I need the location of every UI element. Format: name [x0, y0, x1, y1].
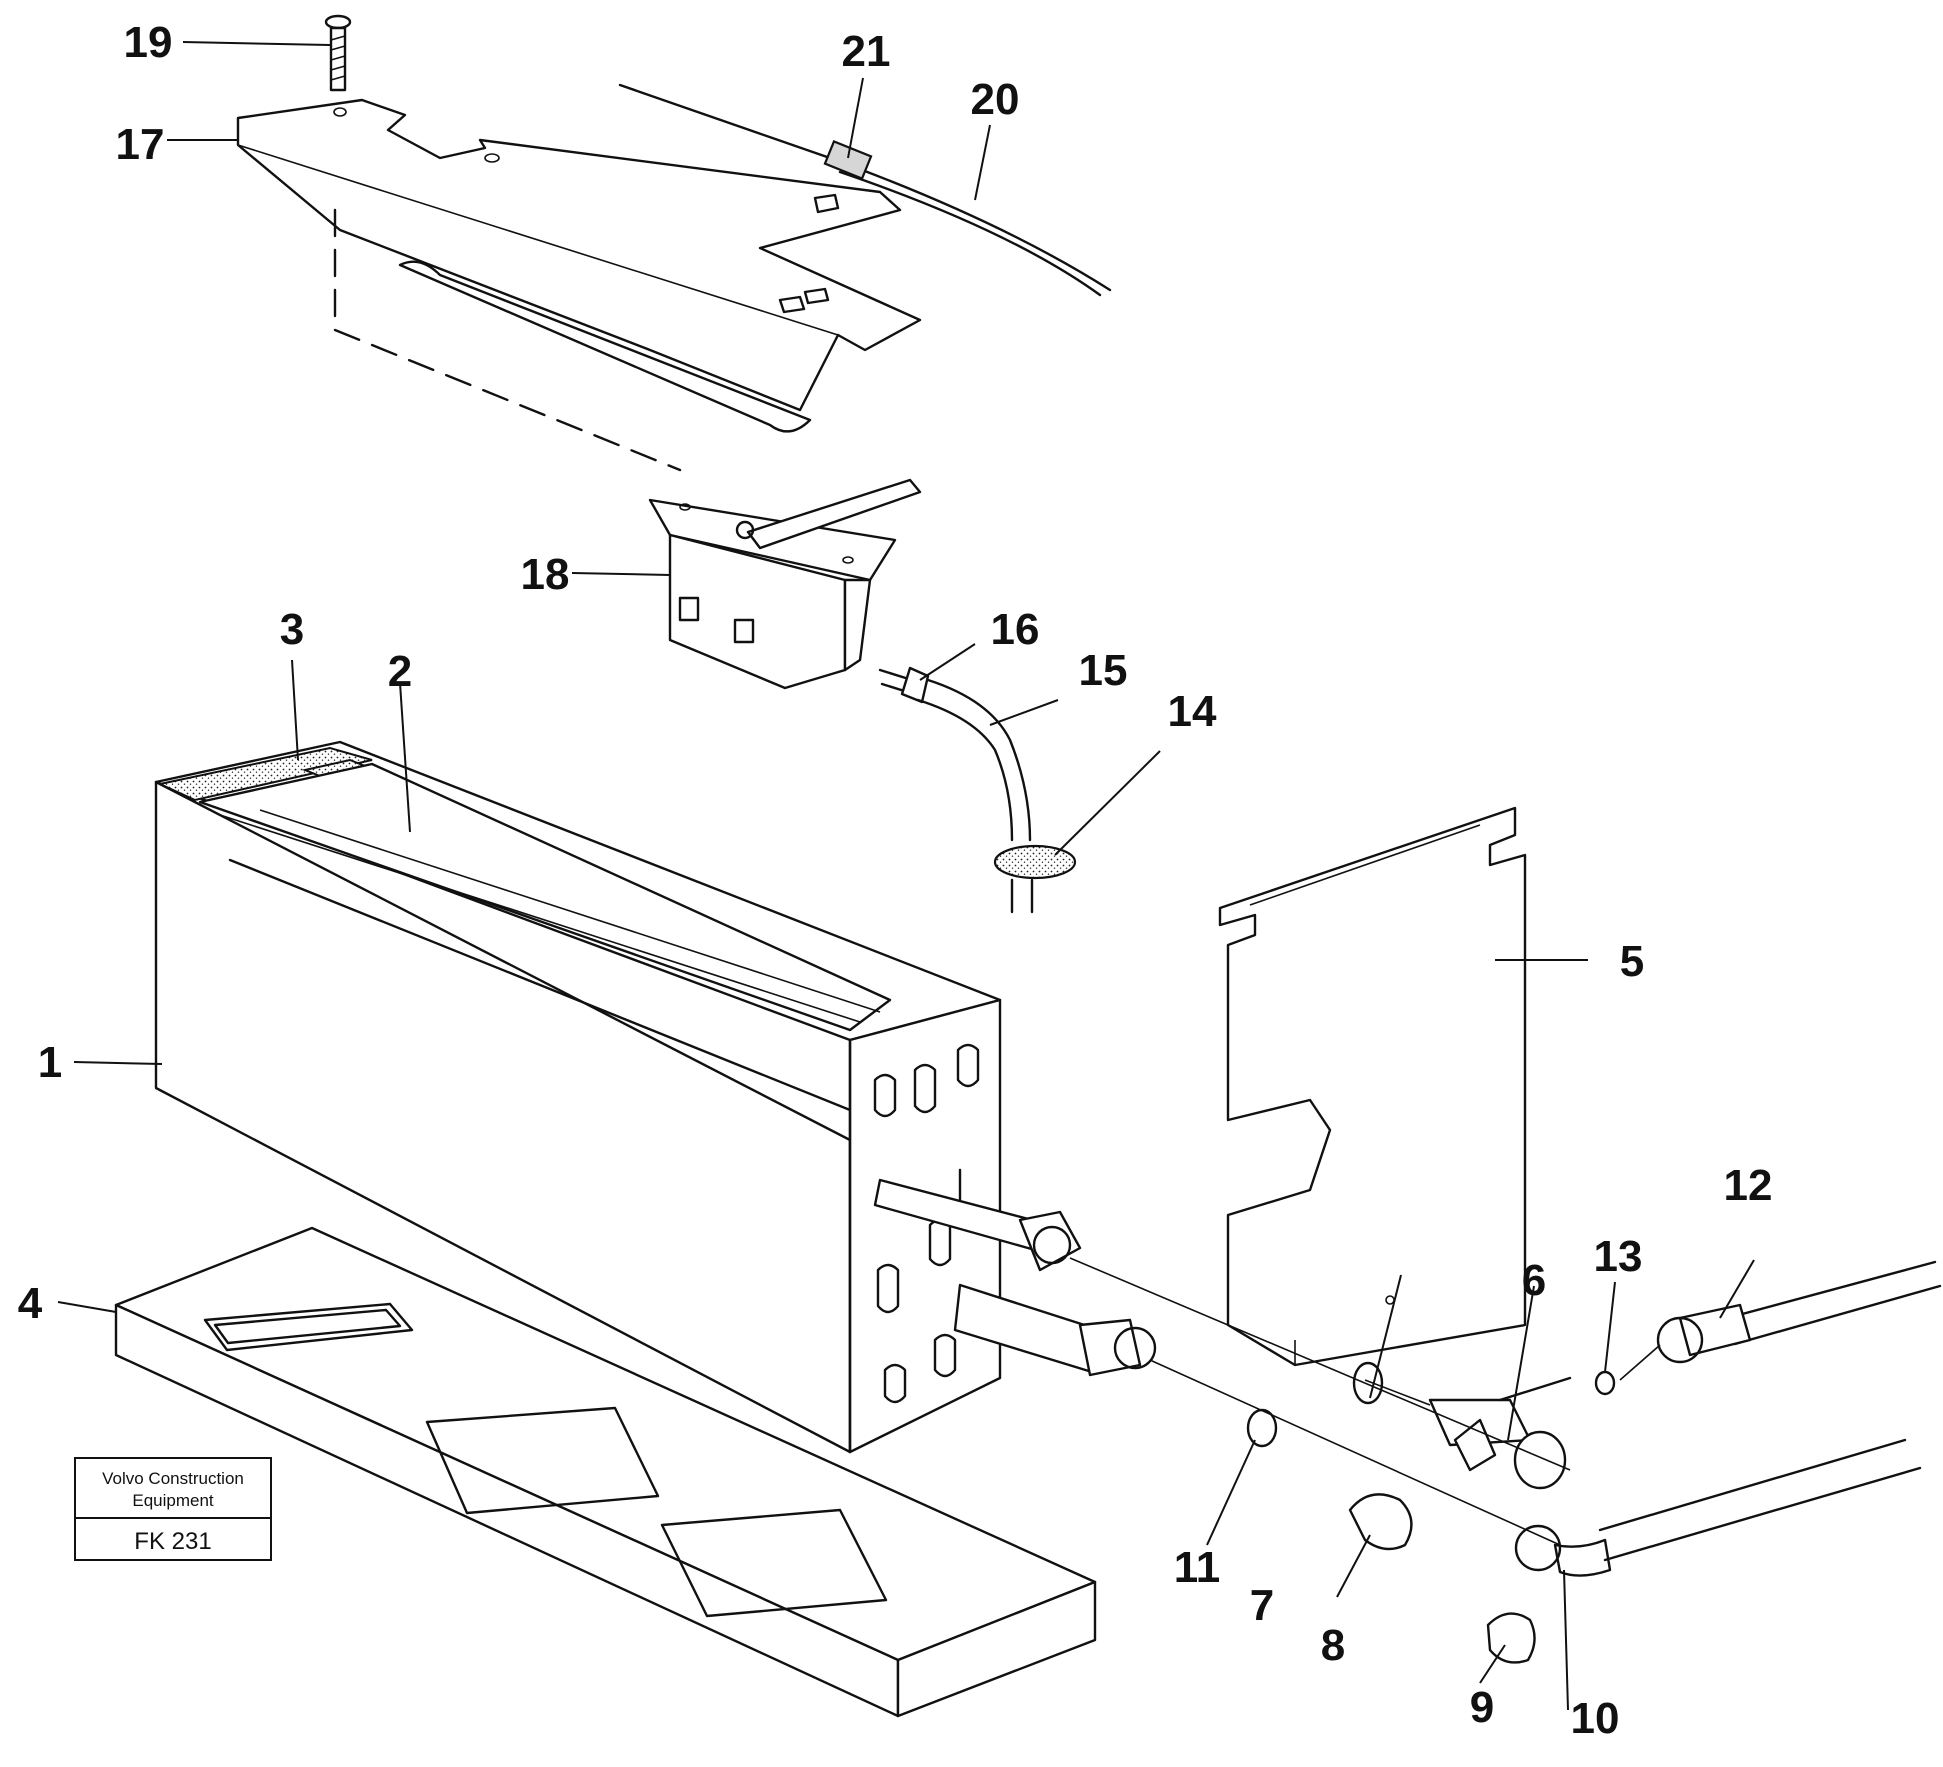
hose-upper — [1656, 1260, 1942, 1364]
callout-14: 14 — [1168, 687, 1217, 736]
callout-20: 20 — [971, 75, 1020, 124]
base-plate — [114, 1226, 1097, 1718]
callout-17: 17 — [116, 120, 165, 169]
cable — [618, 83, 1112, 297]
title-stamp: Volvo Construction Equipment FK 231 — [74, 1457, 272, 1561]
heater-box — [154, 740, 1157, 1454]
clamp-9 — [1486, 1612, 1536, 1664]
callout-8: 8 — [1321, 1621, 1345, 1670]
clamp-8 — [1348, 1493, 1413, 1551]
callout-13: 13 — [1594, 1232, 1643, 1281]
callout-18: 18 — [521, 550, 570, 599]
valve — [1428, 1376, 1572, 1490]
callout-3: 3 — [280, 605, 304, 654]
callout-7: 7 — [1250, 1581, 1274, 1630]
cover-plate — [1218, 806, 1527, 1367]
callout-5: 5 — [1620, 937, 1644, 986]
callout-1: 1 — [38, 1038, 62, 1087]
stamp-code: FK 231 — [134, 1528, 211, 1555]
callout-6: 6 — [1522, 1256, 1546, 1305]
callout-10: 10 — [1571, 1694, 1620, 1743]
callout-19: 19 — [124, 18, 173, 67]
callout-4: 4 — [18, 1279, 43, 1328]
thermostat — [648, 478, 922, 690]
callout-12: 12 — [1724, 1161, 1773, 1210]
callout-9: 9 — [1470, 1683, 1494, 1732]
stamp-line-1: Volvo Construction — [102, 1469, 244, 1488]
callout-16: 16 — [991, 605, 1040, 654]
callout-11: 11 — [1174, 1543, 1221, 1592]
seal-ring-7 — [1352, 1361, 1384, 1405]
leader-lines — [57, 41, 1755, 1711]
callout-labels: 1 2 3 4 5 6 7 8 9 10 11 12 13 14 15 16 1… — [18, 18, 1773, 1743]
callout-2: 2 — [388, 647, 412, 696]
seal-ring-13 — [1594, 1370, 1616, 1396]
callout-21: 21 — [842, 27, 891, 76]
stamp-line-2: Equipment — [132, 1491, 214, 1510]
callout-15: 15 — [1079, 646, 1128, 695]
hose-lower — [1514, 1438, 1922, 1577]
mounting-bracket — [236, 98, 922, 472]
screw — [324, 14, 352, 92]
